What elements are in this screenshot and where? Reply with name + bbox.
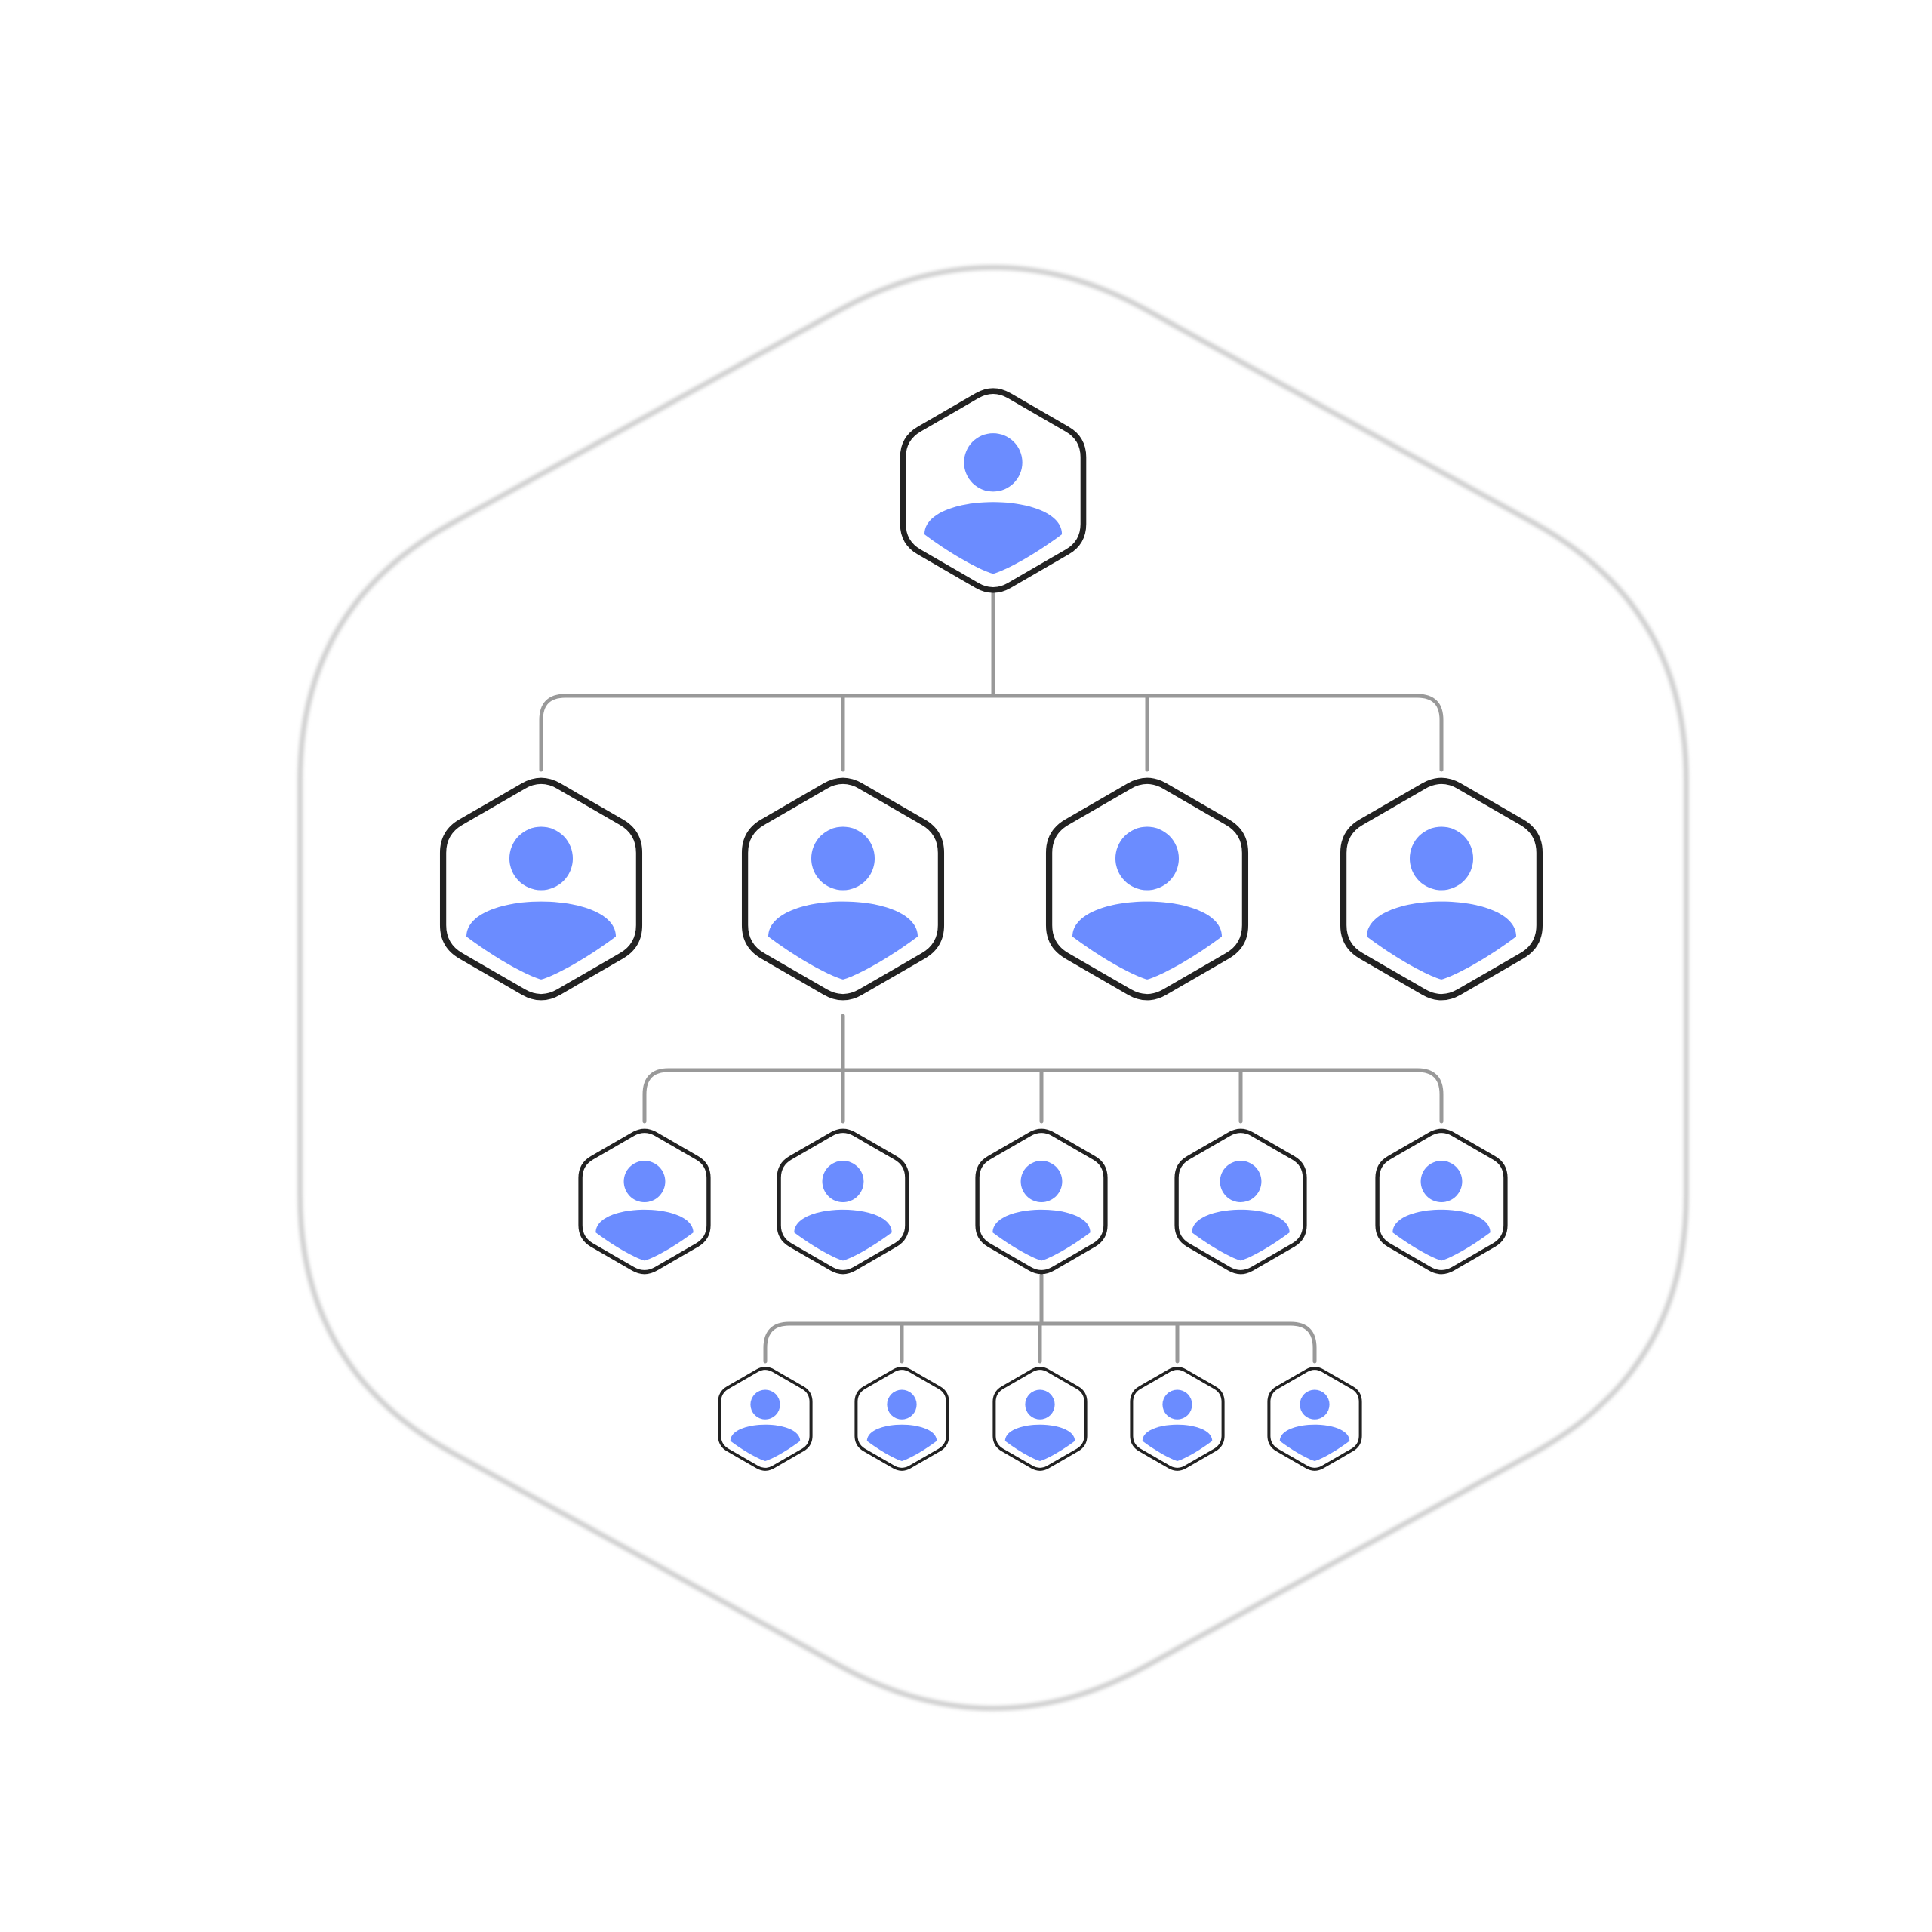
person-shoulders (1072, 901, 1222, 980)
frame-outline (297, 265, 1689, 1711)
person-shoulders (1142, 1424, 1213, 1461)
person-head (1220, 1161, 1262, 1202)
person-icon (1142, 1389, 1213, 1461)
person-icon (1192, 1161, 1290, 1261)
person-head (1420, 1161, 1463, 1202)
person-icon (1279, 1389, 1350, 1461)
person-shoulders (466, 901, 616, 980)
person-icon (1072, 826, 1222, 980)
person-icon (466, 826, 616, 980)
person-node-level-2-4 (1174, 1128, 1307, 1275)
person-icon (595, 1161, 694, 1261)
connector-level-1-2 (642, 1014, 1444, 1124)
org-chart-nodes (439, 388, 1543, 1471)
person-node-level-3-3 (992, 1367, 1088, 1471)
person-node-level-3-2 (854, 1367, 949, 1471)
person-node-level-2-1 (578, 1128, 711, 1275)
person-head (964, 433, 1023, 492)
person-icon (924, 433, 1063, 574)
person-head (1025, 1389, 1055, 1420)
person-icon (730, 1389, 801, 1461)
person-head (1300, 1389, 1330, 1420)
person-shoulders (992, 1209, 1091, 1261)
person-shoulders (924, 502, 1063, 574)
person-shoulders (1279, 1424, 1350, 1461)
person-icon (768, 826, 918, 980)
connector-bus (539, 694, 1444, 772)
person-shoulders (1392, 1209, 1491, 1261)
person-icon (992, 1161, 1091, 1261)
person-icon (794, 1161, 892, 1261)
person-node-level-3-5 (1267, 1367, 1362, 1471)
person-node-level-1-2 (741, 777, 945, 1001)
person-node-level-3-4 (1130, 1367, 1225, 1471)
connector-level-0-1 (539, 585, 1444, 772)
person-shoulders (730, 1424, 801, 1461)
person-icon (1392, 1161, 1491, 1261)
person-head (1020, 1161, 1063, 1202)
person-icon (1367, 826, 1516, 980)
person-node-level-2-3 (975, 1128, 1108, 1275)
connector-lines (539, 585, 1444, 1364)
person-shoulders (1004, 1424, 1075, 1461)
outer-hexagon-frame (297, 265, 1689, 1711)
person-head (1115, 826, 1179, 891)
person-head (1410, 826, 1473, 891)
person-node-level-1-3 (1045, 777, 1249, 1001)
person-shoulders (1192, 1209, 1290, 1261)
person-node-level-0-1 (900, 388, 1087, 593)
person-shoulders (794, 1209, 892, 1261)
person-shoulders (866, 1424, 937, 1461)
connector-level-2-3 (763, 1273, 1317, 1364)
person-head (822, 1161, 864, 1202)
person-node-level-2-5 (1375, 1128, 1508, 1275)
person-icon (866, 1389, 937, 1461)
person-head (623, 1161, 666, 1202)
person-shoulders (595, 1209, 694, 1261)
person-shoulders (1367, 901, 1516, 980)
person-node-level-1-1 (439, 777, 643, 1001)
person-node-level-3-1 (718, 1367, 813, 1471)
person-head (887, 1389, 917, 1420)
person-head (1162, 1389, 1192, 1420)
person-shoulders (768, 901, 918, 980)
person-node-level-1-4 (1340, 777, 1543, 1001)
person-head (509, 826, 573, 891)
person-head (811, 826, 875, 891)
person-icon (1004, 1389, 1075, 1461)
person-head (750, 1389, 780, 1420)
person-node-level-2-2 (777, 1128, 909, 1275)
